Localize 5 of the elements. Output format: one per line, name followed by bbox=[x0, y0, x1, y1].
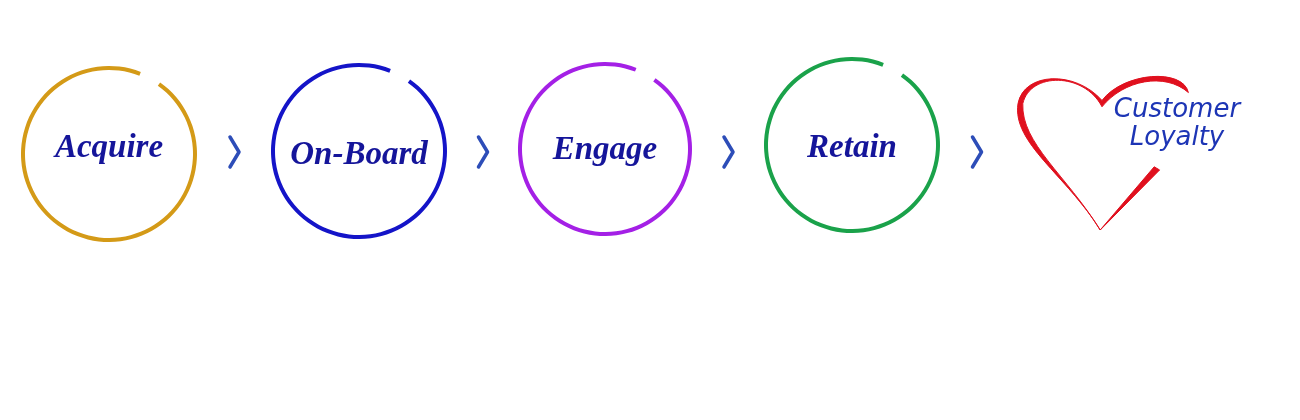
stage-label: On-Board bbox=[289, 135, 429, 172]
stage-label: Acquire bbox=[52, 128, 165, 165]
stage-label: Retain bbox=[806, 128, 898, 165]
stage-label: Customer Loyalty bbox=[1112, 94, 1243, 150]
stage-label: Engage bbox=[551, 130, 659, 167]
